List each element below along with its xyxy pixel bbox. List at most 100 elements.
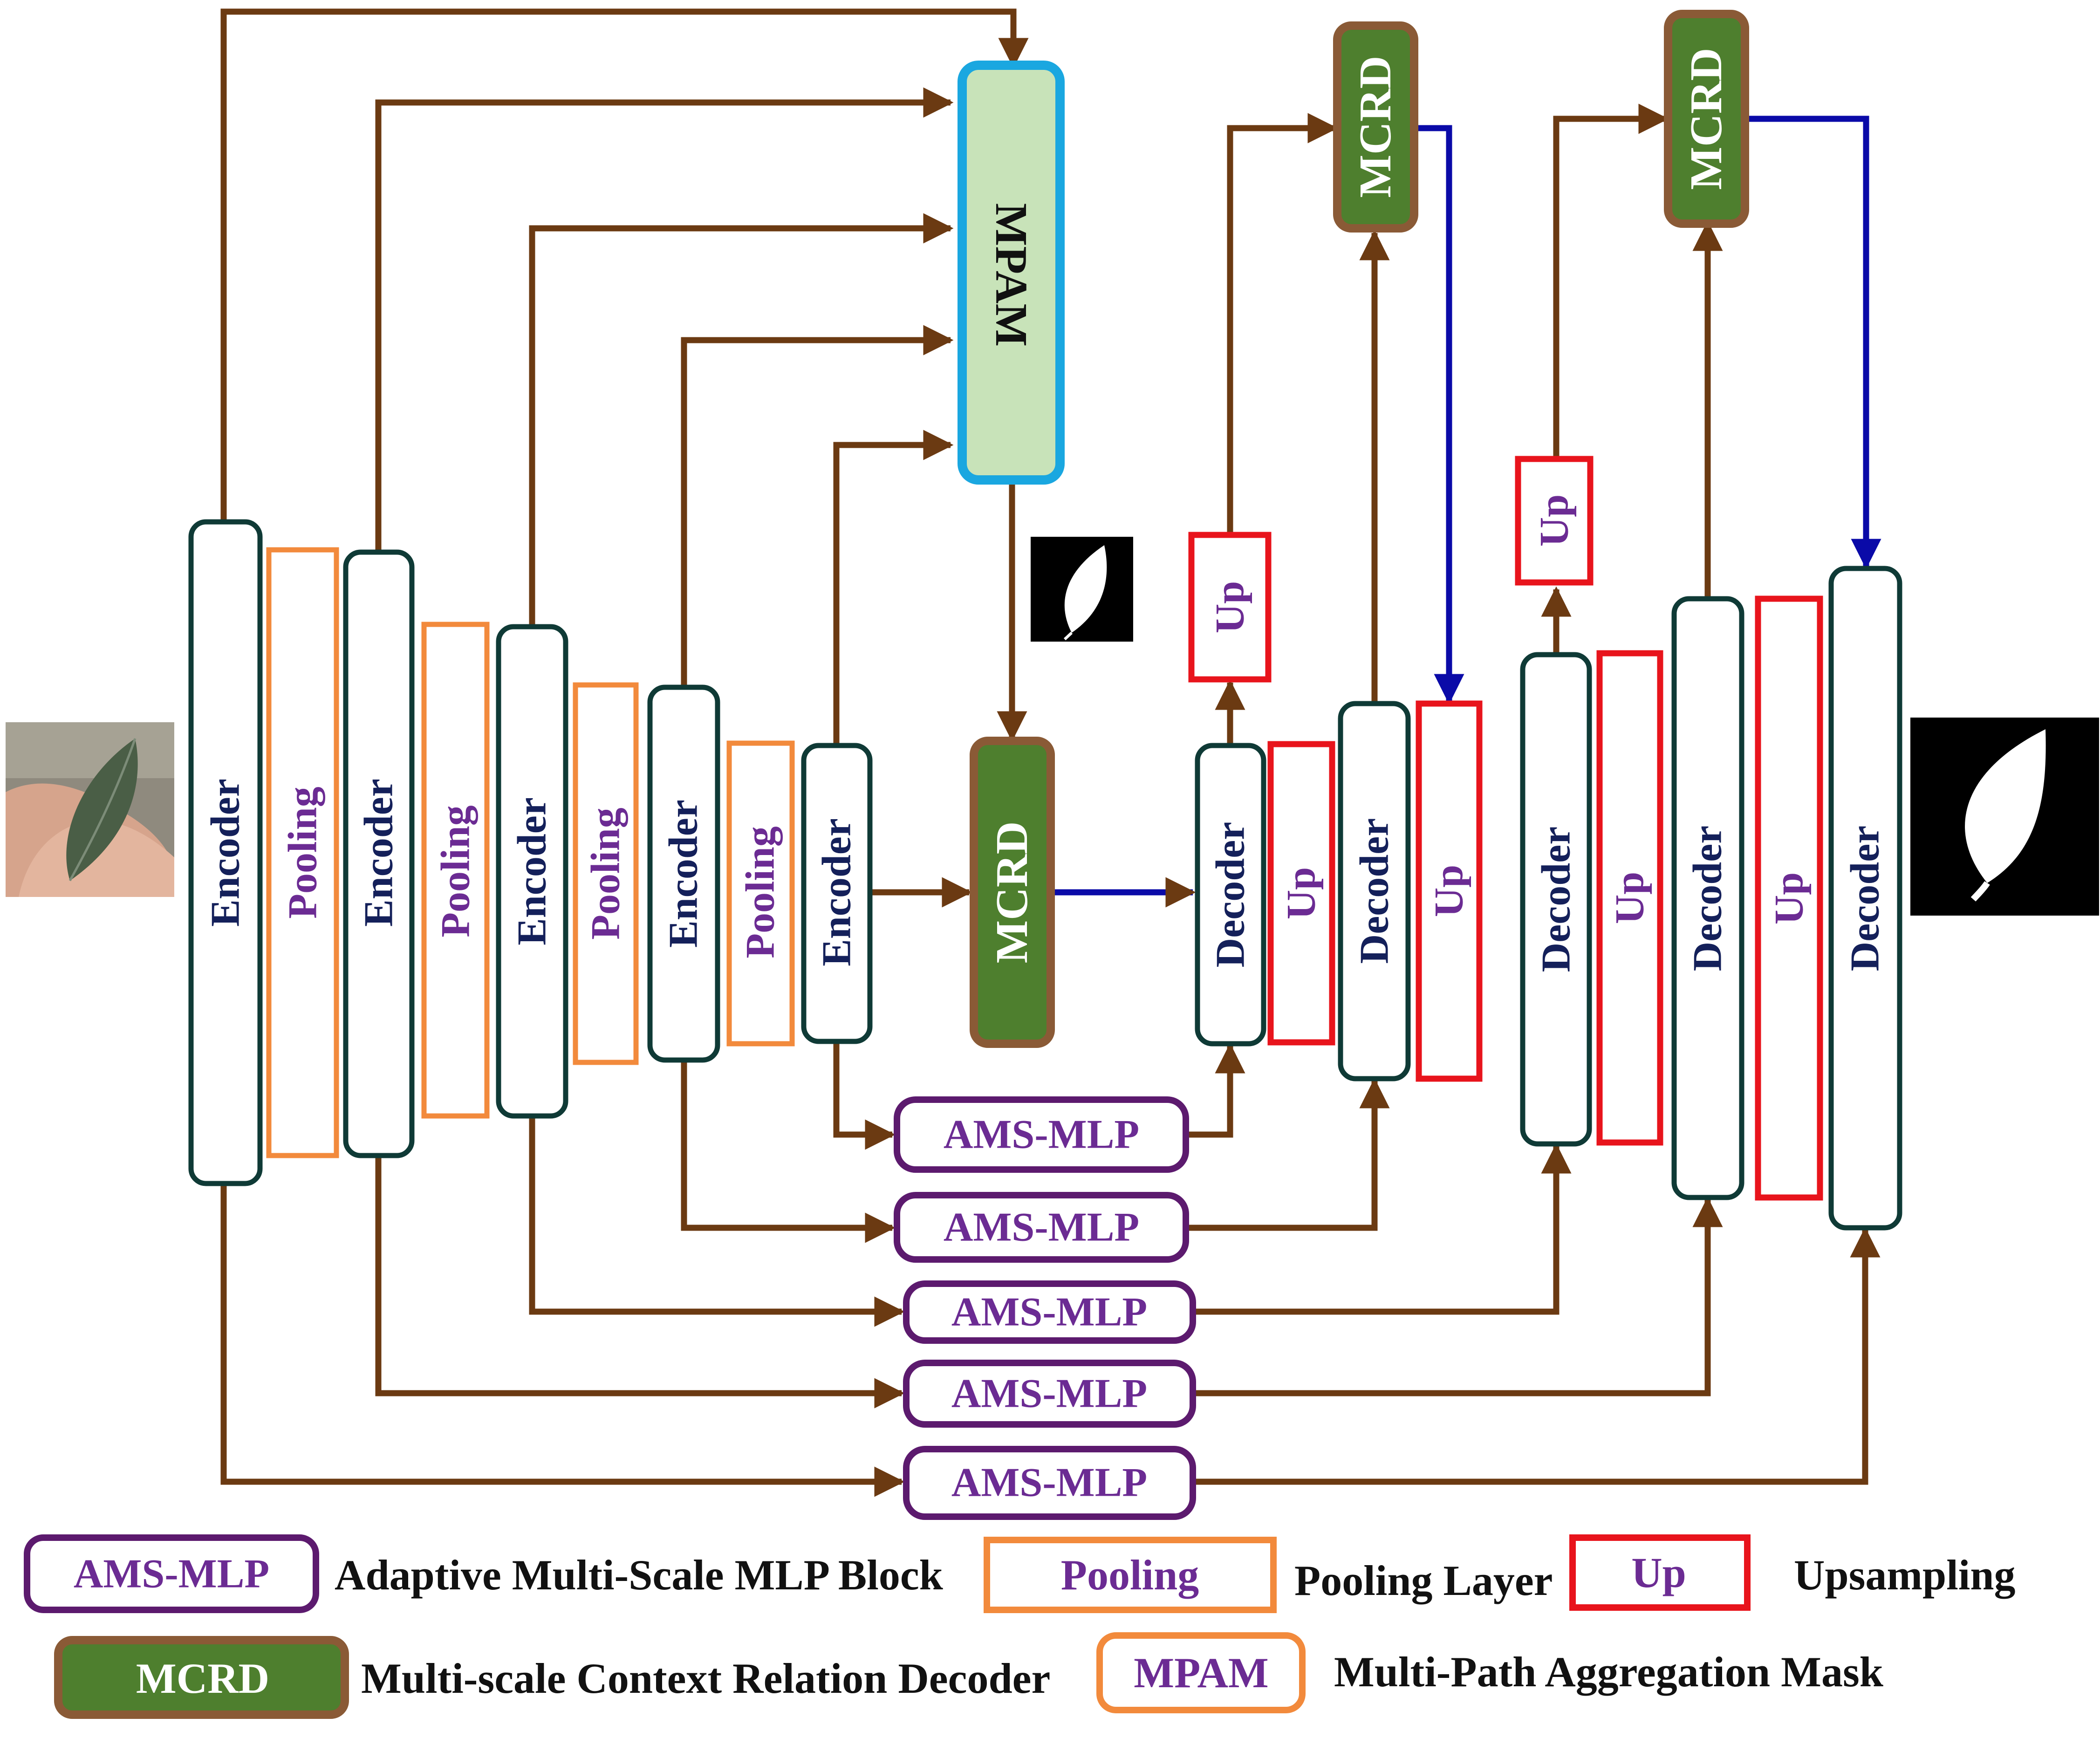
pooling-label-1: Pooling [280,787,326,919]
arrow-enc3-to-mpam [529,213,954,627]
legend-ams-mlp-swatch [24,1534,319,1613]
legend-ams-mlp-desc: Adaptive Multi-Scale MLP Block [335,1551,944,1599]
decoder-label-3: Decoder [1534,827,1579,972]
legend-mpam-swatch [1096,1632,1306,1713]
mcrd-block-1 [970,737,1055,1048]
ams-mlp-label-3: AMS-MLP [951,1290,1147,1335]
arrow-enc4-to-mpam [681,325,954,687]
legend-up-swatch [1569,1534,1751,1611]
decoder-label-2: Decoder [1352,818,1397,964]
up-block-3 [1416,700,1483,1082]
decoder-block-2 [1338,701,1411,1081]
legend-pooling-desc: Pooling Layer [1294,1557,1553,1604]
arrow-enc1-to-mpam [220,8,1029,522]
mcrd-label-3: MCRD [1681,48,1731,190]
arrow-ams5-to-dec5 [1193,1227,1881,1485]
ams-mlp-label-2: AMS-MLP [944,1205,1139,1250]
encoder-label-5: Encoder [814,818,860,966]
pooling-blocks [266,547,795,1158]
up-label-5: Up [1607,872,1653,924]
up-block-6 [1755,595,1823,1201]
legend-mpam-key: MPAM [1134,1649,1268,1697]
mpam-block [958,61,1065,485]
encoder-block-1 [188,519,263,1186]
legend-up-desc: Upsampling [1794,1551,2016,1599]
up-block-5 [1596,650,1663,1146]
mcrd-block-3 [1664,10,1749,228]
pooling-label-4: Pooling [738,826,783,958]
input-leaf-image [6,722,174,897]
intermediate-mask-image [1031,537,1133,642]
legend-ams-mlp-key: AMS-MLP [74,1552,269,1597]
encoder-label-4: Encoder [661,800,706,948]
ams-mlp-label-4: AMS-MLP [951,1371,1147,1416]
up-label-2: Up [1279,867,1324,920]
arrow-enc1-to-ams5 [220,1184,905,1497]
arrow-enc2-to-mpam [375,87,954,552]
pooling-block-2 [421,622,490,1119]
encoder-label-3: Encoder [510,797,555,945]
encoder-block-5 [801,743,873,1044]
decoder-block-5 [1828,566,1902,1231]
arrow-up2-to-mcrd3 [1553,103,1669,459]
arrow-enc2-to-ams4 [375,1156,905,1409]
encoder-block-2 [343,549,415,1158]
arrow-ams2-to-dec2 [1186,1078,1390,1231]
arrow-ams1-to-dec1 [1186,1043,1245,1138]
arrow-ams3-to-dec3 [1193,1143,1572,1315]
arrow-mcrd2-to-up [1414,125,1464,705]
encoder-label-1: Encoder [203,779,248,927]
decoder-block-4 [1671,596,1744,1200]
legend-pooling-key: Pooling [1061,1551,1199,1599]
skip-connections [220,8,1881,1497]
decoder-label-5: Decoder [1843,826,1888,972]
mcrd-blocks [970,10,1749,1048]
up-block-2 [1267,741,1335,1046]
decoder-blocks [1195,566,1902,1231]
encoder-block-4 [647,684,720,1063]
decoder-block-3 [1520,652,1592,1147]
legend-mcrd-key: MCRD [136,1655,269,1702]
ams-mlp-block-2 [894,1192,1189,1263]
encoder-block-3 [496,624,568,1119]
pooling-block-3 [573,682,639,1065]
decoder-block-1 [1195,743,1266,1047]
pooling-label-3: Pooling [583,807,629,940]
up-label-1: Up [1208,581,1253,634]
pooling-block-1 [266,547,339,1158]
decoder-connections [1051,116,1881,908]
up-block-1 [1188,532,1272,683]
ams-mlp-block-5 [903,1446,1196,1520]
arrow-ams4-to-dec4 [1193,1197,1723,1396]
legend-mcrd-desc: Multi-scale Context Relation Decoder [361,1655,1050,1702]
output-mask-image [1910,718,2099,916]
decoder-label-4: Decoder [1685,826,1731,972]
ams-mlp-block-3 [903,1280,1196,1344]
legend-mcrd-swatch [54,1636,349,1719]
mcrd-block-2 [1333,21,1418,233]
legend: AMS-MLP Adaptive Multi-Scale MLP Block P… [24,1534,2016,1719]
legend-up-key: Up [1631,1549,1686,1596]
up-blocks [1188,456,1823,1201]
pooling-block-4 [726,740,795,1047]
mpam-label: MPAM [986,203,1036,347]
decoder-label-1: Decoder [1208,822,1253,968]
legend-mpam-desc: Multi-Path Aggregation Mask [1334,1648,1884,1696]
arrow-enc5-to-ams1 [833,1041,896,1150]
encoder-label-2: Encoder [356,779,402,927]
up-label-6: Up [1767,872,1812,925]
up-label-4: Up [1532,494,1577,547]
ams-mlp-blocks [894,1096,1196,1520]
pooling-label-2: Pooling [433,805,479,937]
arrow-mcrd3-to-dec5 [1745,116,1881,569]
arrow-enc5-to-mpam [833,430,954,746]
legend-pooling-swatch [984,1537,1277,1613]
encoder-blocks [188,519,873,1186]
ams-mlp-block-4 [903,1360,1196,1428]
ams-mlp-block-1 [894,1096,1189,1173]
up-label-3: Up [1427,865,1472,917]
up-block-4 [1515,456,1594,586]
arrow-up1-to-mcrd2 [1227,113,1338,536]
arrow-enc3-to-ams3 [529,1116,905,1327]
